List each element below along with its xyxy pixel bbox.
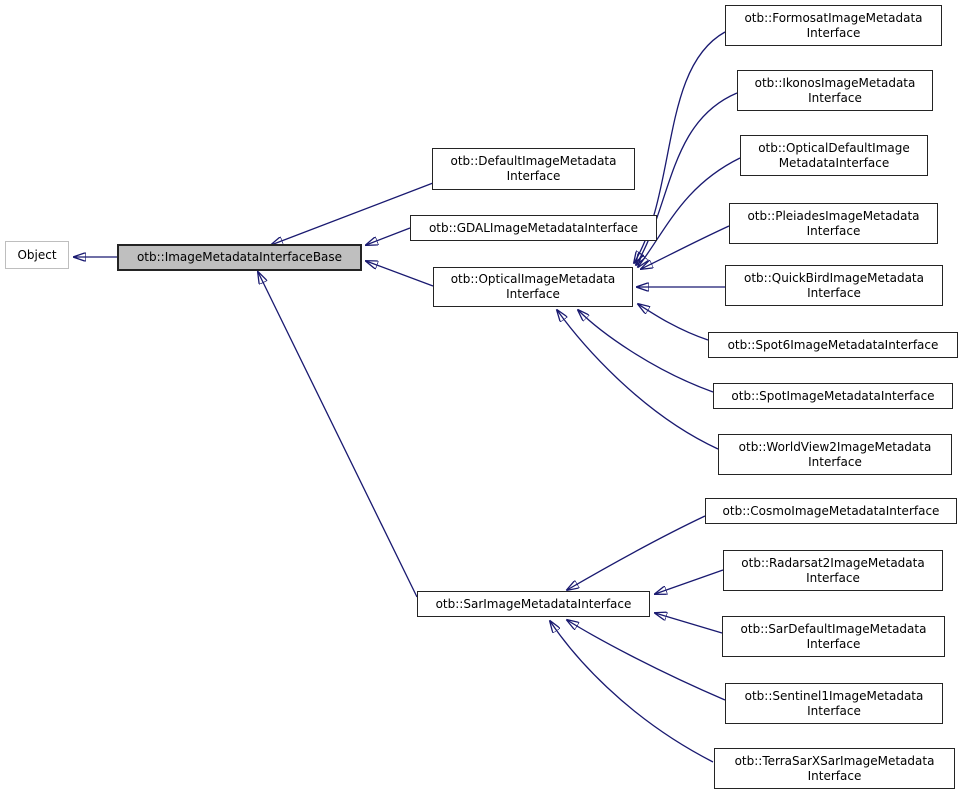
class-node-cosmoimagemetadatainterface[interactable]: otb::CosmoImageMetadataInterface bbox=[705, 498, 957, 524]
edge-worldview2-to-optical bbox=[557, 310, 719, 450]
class-node-sarimagemetadatainterface[interactable]: otb::SarImageMetadataInterface bbox=[417, 591, 650, 617]
class-node-opticalimagemetadatainterface[interactable]: otb::OpticalImageMetadata Interface bbox=[433, 267, 633, 307]
class-node-defaultimagemetadatainterface[interactable]: otb::DefaultImageMetadata Interface bbox=[432, 148, 635, 190]
edge-terrasarx-to-sar bbox=[550, 621, 714, 763]
edge-pleiades-to-optical bbox=[641, 225, 730, 269]
edge-spot6-to-optical bbox=[638, 304, 709, 341]
class-node-opticaldefaultimagemetadatainterface[interactable]: otb::OpticalDefaultImage MetadataInterfa… bbox=[740, 135, 928, 176]
edge-opticaldefault-to-optical bbox=[638, 157, 741, 267]
edge-sarimagemetadatainterface-to-base bbox=[258, 272, 418, 598]
edge-radarsat2-to-sar bbox=[655, 569, 724, 594]
edge-sentinel1-to-sar bbox=[567, 620, 726, 701]
edge-gdalimagemetadatainterface-to-base bbox=[366, 227, 411, 245]
edge-ikonos-to-optical bbox=[636, 92, 738, 265]
class-node-quickbirdimagemetadatainterface[interactable]: otb::QuickBirdImageMetadata Interface bbox=[725, 265, 943, 306]
class-node-formosatimagemetadatainterface[interactable]: otb::FormosatImageMetadata Interface bbox=[725, 5, 942, 46]
class-node-spot6imagemetadatainterface[interactable]: otb::Spot6ImageMetadataInterface bbox=[708, 332, 958, 358]
edge-spot-to-optical bbox=[578, 310, 714, 393]
class-node-radarsat2imagemetadatainterface[interactable]: otb::Radarsat2ImageMetadata Interface bbox=[723, 550, 943, 591]
class-node-ikonosimagemetadatainterface[interactable]: otb::IkonosImageMetadata Interface bbox=[737, 70, 933, 111]
class-node-imagemetadatainterfacebase[interactable]: otb::ImageMetadataInterfaceBase bbox=[117, 244, 362, 271]
edge-defaultimagemetadatainterface-to-base bbox=[271, 182, 434, 245]
class-node-terrasarxsarimagemetadatainterface[interactable]: otb::TerraSarXSarImageMetadata Interface bbox=[714, 748, 955, 789]
class-node-object: Object bbox=[5, 241, 69, 269]
class-node-pleiadesimagemetadatainterface[interactable]: otb::PleiadesImageMetadata Interface bbox=[729, 203, 938, 244]
class-node-gdalimagemetadatainterface[interactable]: otb::GDALImageMetadataInterface bbox=[410, 215, 657, 241]
edge-cosmo-to-sar bbox=[567, 515, 706, 590]
edge-sardefault-to-sar bbox=[655, 613, 723, 634]
edge-opticalimagemetadatainterface-to-base bbox=[366, 261, 434, 287]
class-node-spotimagemetadatainterface[interactable]: otb::SpotImageMetadataInterface bbox=[713, 383, 953, 409]
class-node-sardefaultimagemetadatainterface[interactable]: otb::SarDefaultImageMetadata Interface bbox=[722, 616, 945, 657]
class-node-worldview2imagemetadatainterface[interactable]: otb::WorldView2ImageMetadata Interface bbox=[718, 434, 952, 475]
class-node-sentinel1imagemetadatainterface[interactable]: otb::Sentinel1ImageMetadata Interface bbox=[725, 683, 943, 724]
